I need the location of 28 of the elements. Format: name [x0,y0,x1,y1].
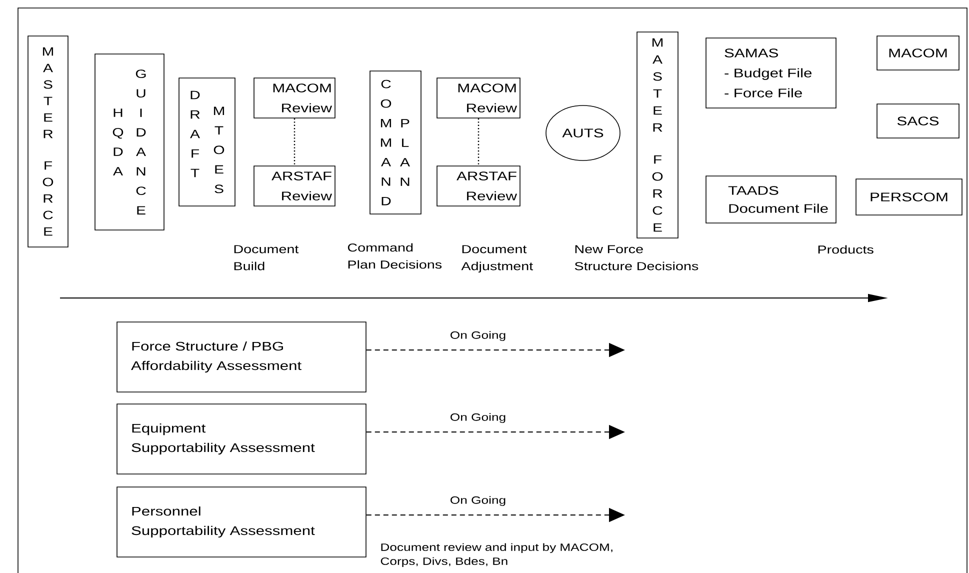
product-box: MACOM [876,36,960,70]
vertical-text-box: HQDA GUIDANCE [94,54,164,230]
vertical-text-box: DRAFT MTOES [178,78,236,206]
product-box: PERSCOM [856,178,962,216]
stage-label: Document review and input by MACOM, Corps, Divs, Bdes, Bn [380,543,612,567]
stage-label: New Force Structure Decisions [574,245,698,270]
vertical-text-box: COMMAND PLAN [370,70,422,214]
connector-line [478,118,480,166]
stage-label: Products [818,245,874,254]
review-box: MACOM Review [254,78,336,118]
stage-label: Document Build [234,245,299,270]
assessment-box: Equipment Supportability Assessment [116,404,366,474]
vertical-text-box: MASTER FORCE [28,36,68,248]
assessment-box: Personnel Supportability Assessment [116,486,366,558]
vertical-text-box: MASTER FORCE [636,32,678,238]
review-box: ARSTAF Review [436,166,520,206]
edge-label: On Going [448,412,508,424]
product-box: TAADS Document File [706,176,836,224]
stage-label: Command Plan Decisions [348,243,442,269]
review-box: MACOM Review [436,78,520,118]
product-box: SACS [876,104,960,138]
connector-line [294,118,296,166]
edge-label: On Going [448,495,508,507]
assessment-box: Force Structure / PBG Affordability Assessment [116,322,366,392]
review-box: ARSTAF Review [254,166,336,206]
stage-label: Document Adjustment [461,245,533,272]
edge-label: On Going [448,330,508,342]
product-box: SAMAS - Budget File - Force File [706,38,836,108]
